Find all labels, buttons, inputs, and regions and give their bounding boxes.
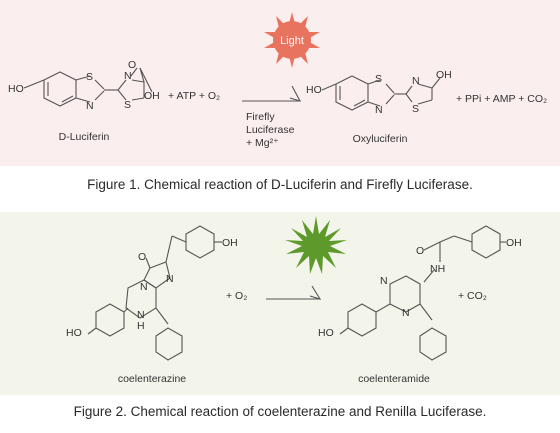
figure-1-panel: Light HO S N N S OH O D-Luciferin (0, 0, 560, 166)
coelenterazine-nh: H (137, 320, 145, 332)
reactant-name-d-luciferin: D-Luciferin (59, 131, 110, 143)
green-light-burst-icon (285, 216, 347, 274)
oxyluciferin-oh-label: OH (436, 69, 452, 81)
coelenterazine-n-mid: N (140, 281, 148, 293)
coelenterazine-o: O (138, 251, 146, 263)
reactant-plus-terms: + ATP + O₂ (168, 90, 220, 102)
luciferin-s2-label: S (124, 99, 131, 111)
light-burst-icon (264, 12, 320, 68)
reaction-arrow-1-head (289, 85, 302, 102)
catalyst-line-2: Luciferase (246, 124, 295, 136)
byproducts-1: + PPi + AMP + CO₂ (456, 93, 547, 105)
coelenterazine-ho: HO (66, 327, 82, 339)
renilla-reaction-diagram: OH O N N N H HO coelenterazine + O₂ (66, 216, 522, 385)
luciferin-ho-label: HO (8, 83, 24, 95)
oxyluciferin-structure (321, 75, 441, 111)
coelenteramide-o: O (416, 245, 424, 257)
figure-2-panel: OH O N N N H HO coelenterazine + O₂ (0, 212, 560, 395)
luciferin-n1-label: N (86, 100, 94, 112)
firefly-reaction-diagram: Light HO S N N S OH O D-Luciferin (8, 12, 547, 149)
catalyst-line-1: Firefly (246, 111, 275, 123)
light-label: Light (280, 35, 304, 47)
luciferin-o-label: O (128, 59, 136, 71)
product-name-oxyluciferin: Oxyluciferin (353, 133, 408, 145)
reactant-plus-o2: + O₂ (226, 290, 247, 302)
coelenteramide-ho: HO (318, 327, 334, 339)
catalyst-line-3: + Mg²⁺ (246, 137, 279, 149)
product-name-coelenteramide: coelenteramide (358, 373, 430, 385)
coelenterazine-structure (87, 225, 222, 361)
coelenterazine-oh-top: OH (222, 237, 238, 249)
coelenteramide-n1: N (380, 275, 388, 287)
coelenteramide-nh: NH (430, 263, 445, 275)
oxyluciferin-n1-label: N (375, 104, 383, 116)
luciferin-s1-label: S (86, 71, 93, 83)
luciferin-n2-label: N (124, 70, 132, 82)
figure-2-caption: Figure 2. Chemical reaction of coelenter… (73, 404, 487, 419)
reactant-name-coelenterazine: coelenterazine (118, 373, 186, 385)
coelenterazine-n-ring: N (137, 309, 145, 321)
oxyluciferin-s1-label: S (375, 73, 382, 85)
d-luciferin-structure (23, 67, 153, 107)
byproducts-2: + CO₂ (458, 290, 487, 302)
oxyluciferin-s2-label: S (412, 103, 419, 115)
coelenterazine-n-upper: N (166, 273, 174, 285)
oxyluciferin-ho-label: HO (306, 84, 322, 96)
luciferin-oh-label: OH (144, 90, 160, 102)
reaction-arrow-2-head (309, 285, 322, 300)
coelenteramide-structure (339, 225, 506, 361)
coelenteramide-oh-top: OH (506, 237, 522, 249)
figure-1-caption: Figure 1. Chemical reaction of D-Lucifer… (87, 177, 473, 192)
coelenteramide-n2: N (402, 307, 410, 319)
oxyluciferin-n2-label: N (412, 75, 420, 87)
